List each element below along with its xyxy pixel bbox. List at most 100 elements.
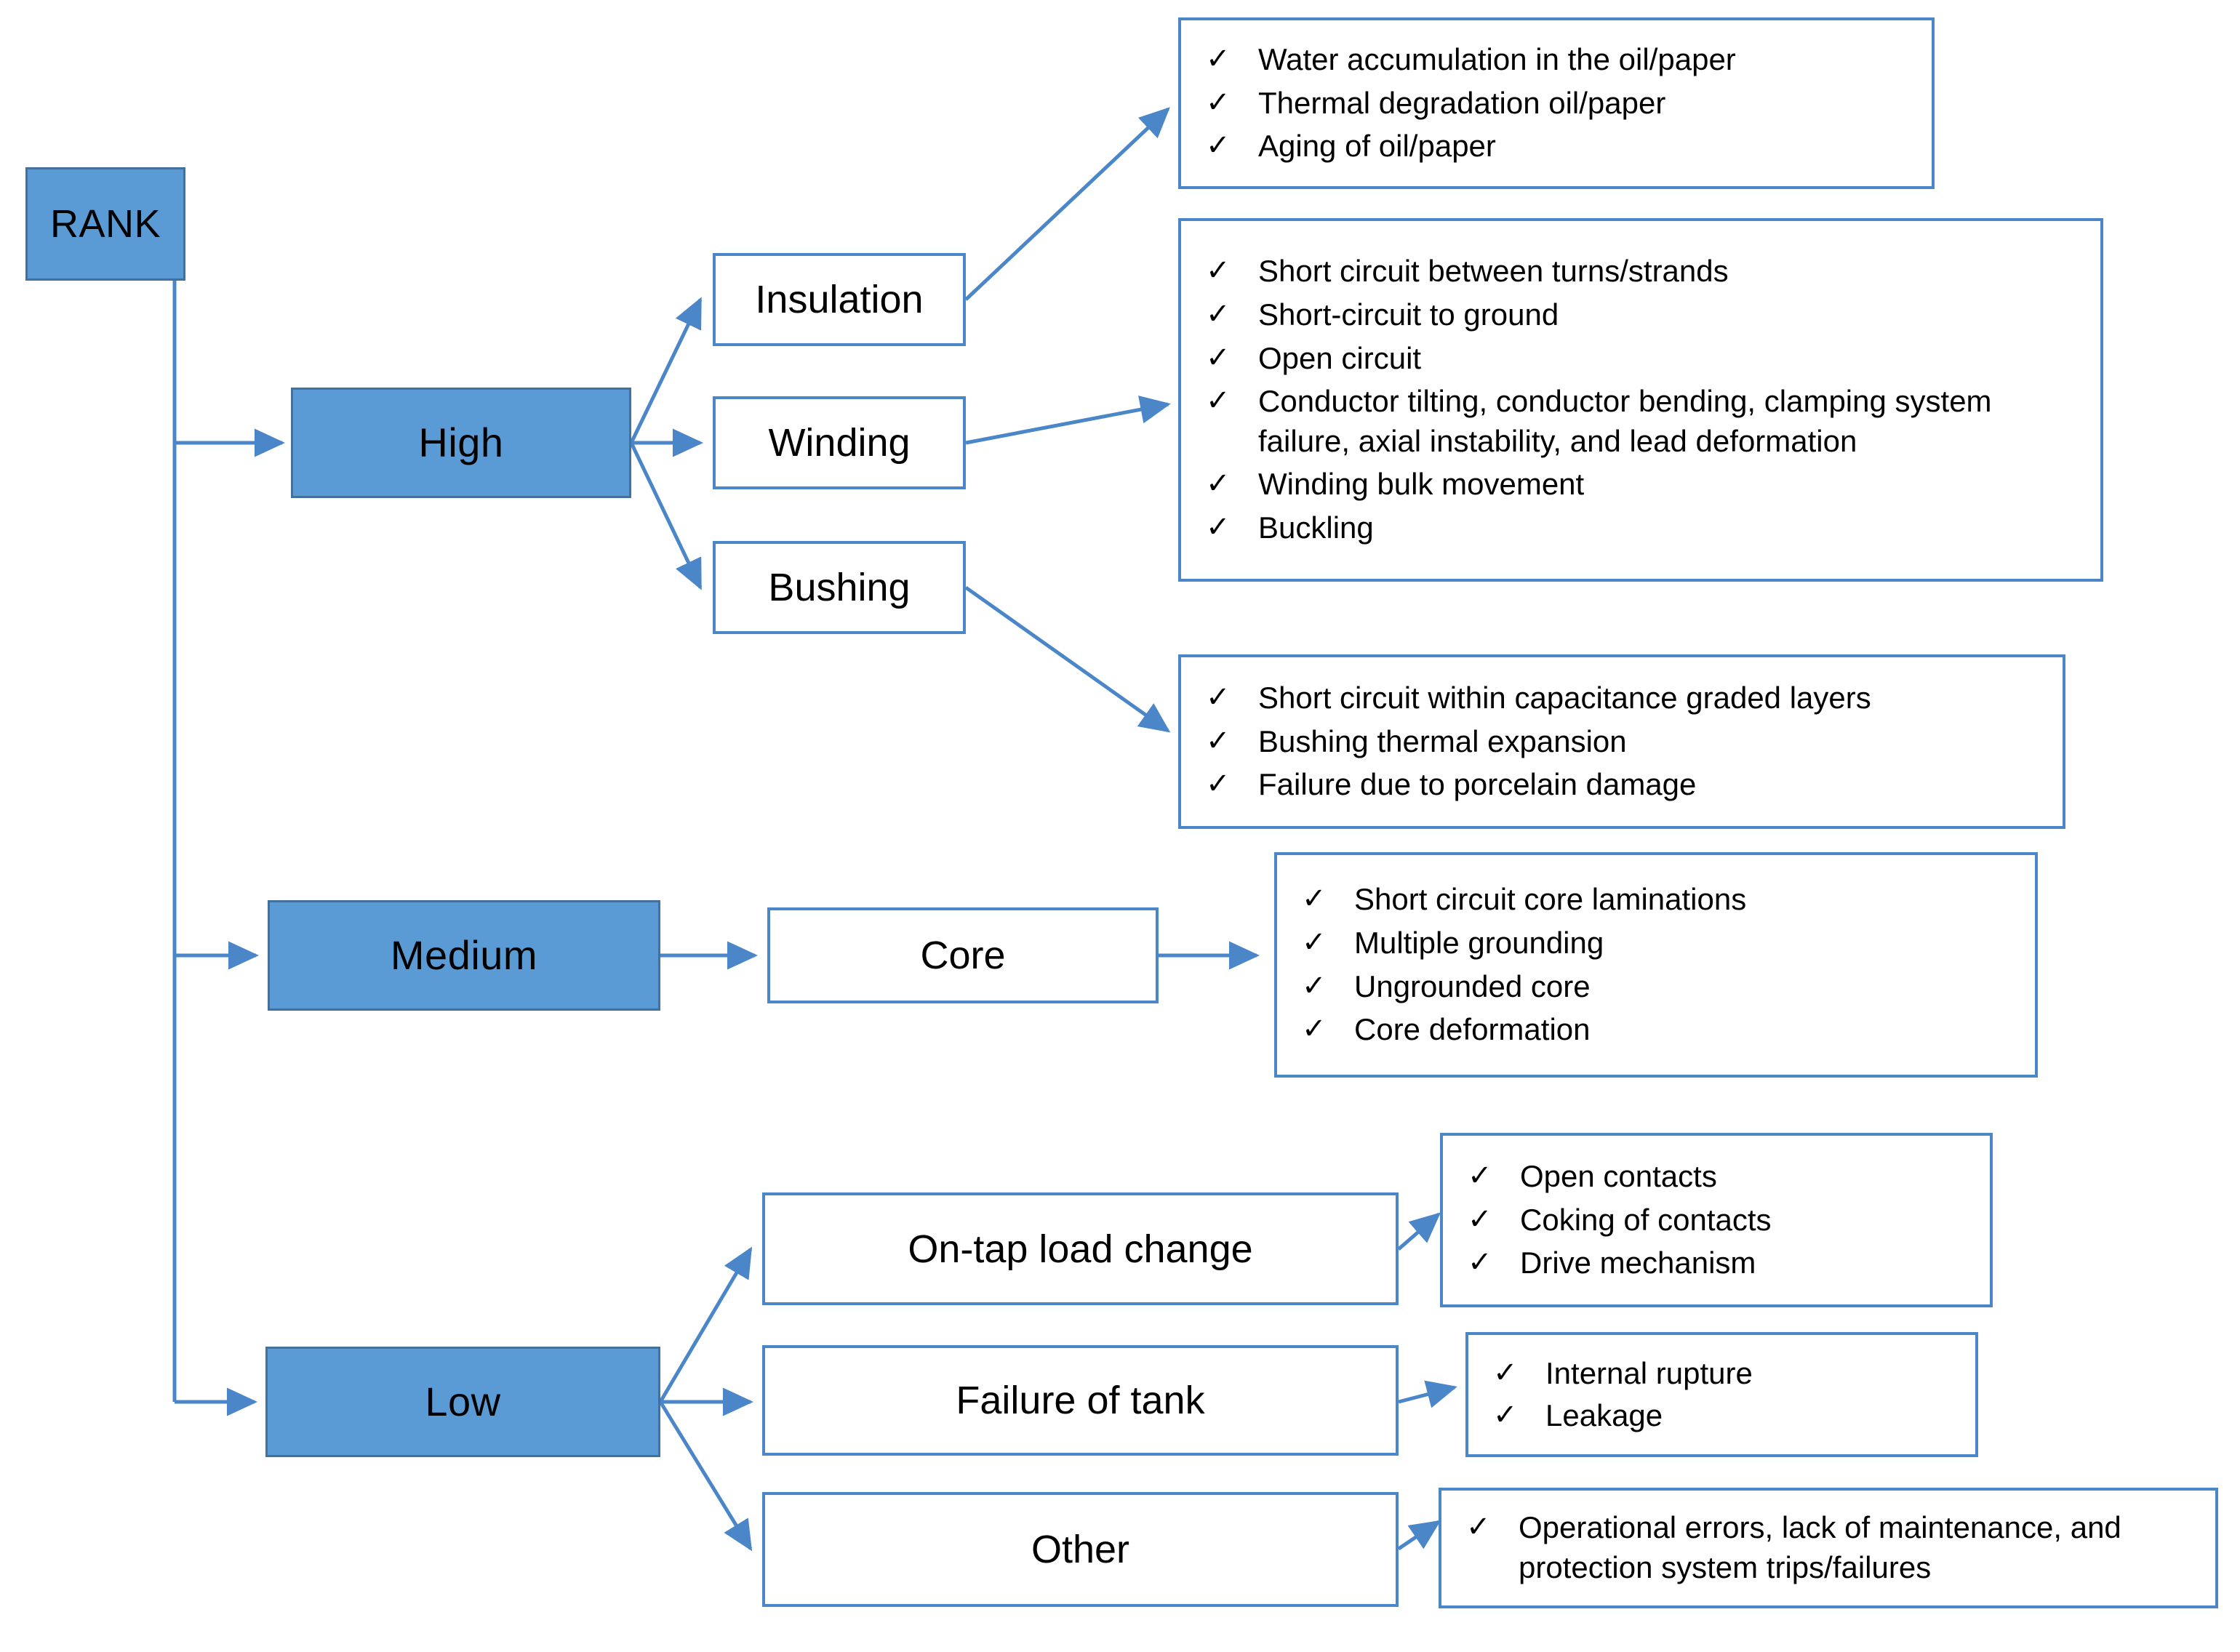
check-icon: ✓ bbox=[1206, 43, 1231, 76]
failure-list-item: ✓ Multiple grounding bbox=[1302, 923, 2016, 963]
failure-list-item-label: Open circuit bbox=[1258, 340, 1422, 375]
check-icon: ✓ bbox=[1206, 681, 1231, 714]
failure-list-item: ✓ Internal rupture bbox=[1493, 1354, 1956, 1394]
node-label: RANK bbox=[49, 202, 161, 246]
check-icon: ✓ bbox=[1493, 1398, 1518, 1431]
node-rank-root[interactable]: RANK bbox=[25, 167, 185, 281]
failure-list-item-label: Bushing thermal expansion bbox=[1258, 723, 1627, 758]
node-label: Medium bbox=[390, 932, 538, 978]
failure-list-item: ✓ Core deformation bbox=[1302, 1010, 2016, 1050]
failure-list-item: ✓ Thermal degradation oil/paper bbox=[1206, 84, 1913, 124]
node-component-core[interactable]: Core bbox=[767, 907, 1159, 1003]
failure-list-item-label: Conductor tilting, conductor bending, cl… bbox=[1258, 384, 1992, 458]
failure-list-item-label: Water accumulation in the oil/paper bbox=[1258, 42, 1736, 77]
node-label: Winding bbox=[768, 421, 911, 465]
failure-list-item: ✓ Aging of oil/paper bbox=[1206, 127, 1913, 167]
failure-list: ✓ Short circuit between turns/strands ✓ Sho… bbox=[1206, 248, 2081, 551]
check-icon: ✓ bbox=[1206, 129, 1231, 162]
failure-list-item: ✓ Open contacts bbox=[1468, 1157, 1971, 1197]
check-icon: ✓ bbox=[1206, 86, 1231, 119]
failure-list-item: ✓ Buckling bbox=[1206, 508, 2081, 548]
failure-list-item-label: Short circuit core laminations bbox=[1354, 882, 1747, 917]
failure-list-other: ✓ Operational errors, lack of maintenance… bbox=[1439, 1488, 2218, 1608]
node-component-failure-of-tank[interactable]: Failure of tank bbox=[762, 1345, 1399, 1456]
failure-list: ✓ Open contacts ✓ Coking of contacts ✓ Drive … bbox=[1468, 1153, 1971, 1287]
check-icon: ✓ bbox=[1302, 926, 1327, 958]
failure-list-item: ✓ Coking of contacts bbox=[1468, 1200, 1971, 1240]
node-component-bushing[interactable]: Bushing bbox=[713, 541, 966, 634]
failure-list-item: ✓ Conductor tilting, conductor bending, c… bbox=[1206, 382, 2081, 461]
failure-list: ✓ Short circuit within capacitance graded… bbox=[1206, 675, 2044, 809]
failure-list-item: ✓ Short circuit within capacitance graded… bbox=[1206, 678, 2044, 718]
failure-list-item: ✓ Water accumulation in the oil/paper bbox=[1206, 40, 1913, 80]
check-icon: ✓ bbox=[1493, 1356, 1518, 1389]
failure-list-item-label: Short-circuit to ground bbox=[1258, 297, 1559, 332]
failure-list-item-label: Aging of oil/paper bbox=[1258, 129, 1496, 164]
failure-list-item-label: Ungrounded core bbox=[1354, 969, 1591, 1003]
failure-list-item-label: Internal rupture bbox=[1545, 1355, 1753, 1390]
node-label: On-tap load change bbox=[908, 1227, 1253, 1271]
failure-list: ✓ Water accumulation in the oil/paper ✓ The… bbox=[1206, 36, 1913, 170]
failure-list-item: ✓ Open circuit bbox=[1206, 339, 2081, 379]
check-icon: ✓ bbox=[1206, 724, 1231, 757]
failure-list-item: ✓ Bushing thermal expansion bbox=[1206, 722, 2044, 762]
node-rank-medium[interactable]: Medium bbox=[268, 900, 660, 1011]
failure-list-item-label: Multiple grounding bbox=[1354, 925, 1604, 960]
node-rank-high[interactable]: High bbox=[291, 388, 631, 498]
failure-list-item-label: Short circuit within capacitance graded … bbox=[1258, 681, 1871, 715]
failure-list-item-label: Short circuit between turns/strands bbox=[1258, 254, 1729, 289]
node-component-on-tap-load-change[interactable]: On-tap load change bbox=[762, 1192, 1399, 1305]
failure-list-item: ✓ Winding bulk movement bbox=[1206, 465, 2081, 505]
failure-list: ✓ Short circuit core laminations ✓ Multiple… bbox=[1302, 876, 2016, 1053]
failure-list-item: ✓ Short-circuit to ground bbox=[1206, 295, 2081, 335]
failure-list-item-label: Coking of contacts bbox=[1520, 1202, 1772, 1237]
node-component-insulation[interactable]: Insulation bbox=[713, 253, 966, 346]
node-label: Failure of tank bbox=[956, 1379, 1205, 1422]
node-label: Low bbox=[425, 1379, 501, 1424]
failure-list: ✓ Internal rupture ✓ Leakage bbox=[1493, 1352, 1956, 1438]
failure-list-item: ✓ Operational errors, lack of maintenance… bbox=[1466, 1508, 2196, 1587]
failure-list-item-label: Open contacts bbox=[1520, 1159, 1717, 1194]
node-label: High bbox=[418, 420, 504, 465]
check-icon: ✓ bbox=[1302, 883, 1327, 915]
node-label: Core bbox=[920, 934, 1006, 977]
check-icon: ✓ bbox=[1206, 341, 1231, 374]
node-rank-low[interactable]: Low bbox=[265, 1347, 660, 1457]
check-icon: ✓ bbox=[1466, 1511, 1491, 1544]
failure-list-item: ✓ Short circuit core laminations bbox=[1302, 880, 2016, 920]
failure-list-item: ✓ Short circuit between turns/strands bbox=[1206, 252, 2081, 292]
check-icon: ✓ bbox=[1302, 969, 1327, 1002]
failure-list-item-label: Failure due to porcelain damage bbox=[1258, 767, 1697, 802]
check-icon: ✓ bbox=[1206, 468, 1231, 500]
failure-list-item-label: Operational errors, lack of maintenance,… bbox=[1519, 1510, 2121, 1584]
node-component-winding[interactable]: Winding bbox=[713, 396, 966, 489]
failure-list-item-label: Leakage bbox=[1545, 1398, 1663, 1432]
failure-list-item: ✓ Drive mechanism bbox=[1468, 1243, 1971, 1283]
check-icon: ✓ bbox=[1206, 254, 1231, 287]
node-component-other[interactable]: Other bbox=[762, 1492, 1399, 1607]
failure-list-item-label: Drive mechanism bbox=[1520, 1246, 1756, 1280]
check-icon: ✓ bbox=[1468, 1160, 1492, 1192]
check-icon: ✓ bbox=[1468, 1203, 1492, 1235]
failure-list-bushing: ✓ Short circuit within capacitance graded… bbox=[1178, 654, 2065, 829]
failure-list-winding: ✓ Short circuit between turns/strands ✓ Sho… bbox=[1178, 218, 2103, 582]
failure-list: ✓ Operational errors, lack of maintenance… bbox=[1466, 1504, 2196, 1591]
check-icon: ✓ bbox=[1302, 1013, 1327, 1046]
node-label: Other bbox=[1031, 1528, 1130, 1571]
failure-list-item-label: Winding bulk movement bbox=[1258, 467, 1585, 502]
check-icon: ✓ bbox=[1206, 510, 1231, 543]
failure-list-failure-of-tank: ✓ Internal rupture ✓ Leakage bbox=[1465, 1332, 1978, 1457]
failure-list-item-label: Thermal degradation oil/paper bbox=[1258, 85, 1666, 120]
check-icon: ✓ bbox=[1206, 298, 1231, 331]
node-label: Bushing bbox=[768, 566, 911, 609]
failure-list-core: ✓ Short circuit core laminations ✓ Multiple… bbox=[1274, 852, 2038, 1078]
failure-list-on-tap-load-change: ✓ Open contacts ✓ Coking of contacts ✓ Drive … bbox=[1440, 1133, 1993, 1307]
check-icon: ✓ bbox=[1206, 768, 1231, 801]
check-icon: ✓ bbox=[1206, 385, 1231, 417]
failure-list-item: ✓ Failure due to porcelain damage bbox=[1206, 765, 2044, 805]
failure-list-item-label: Core deformation bbox=[1354, 1012, 1591, 1047]
failure-list-item-label: Buckling bbox=[1258, 510, 1374, 545]
check-icon: ✓ bbox=[1468, 1246, 1492, 1279]
failure-list-item: ✓ Ungrounded core bbox=[1302, 967, 2016, 1007]
